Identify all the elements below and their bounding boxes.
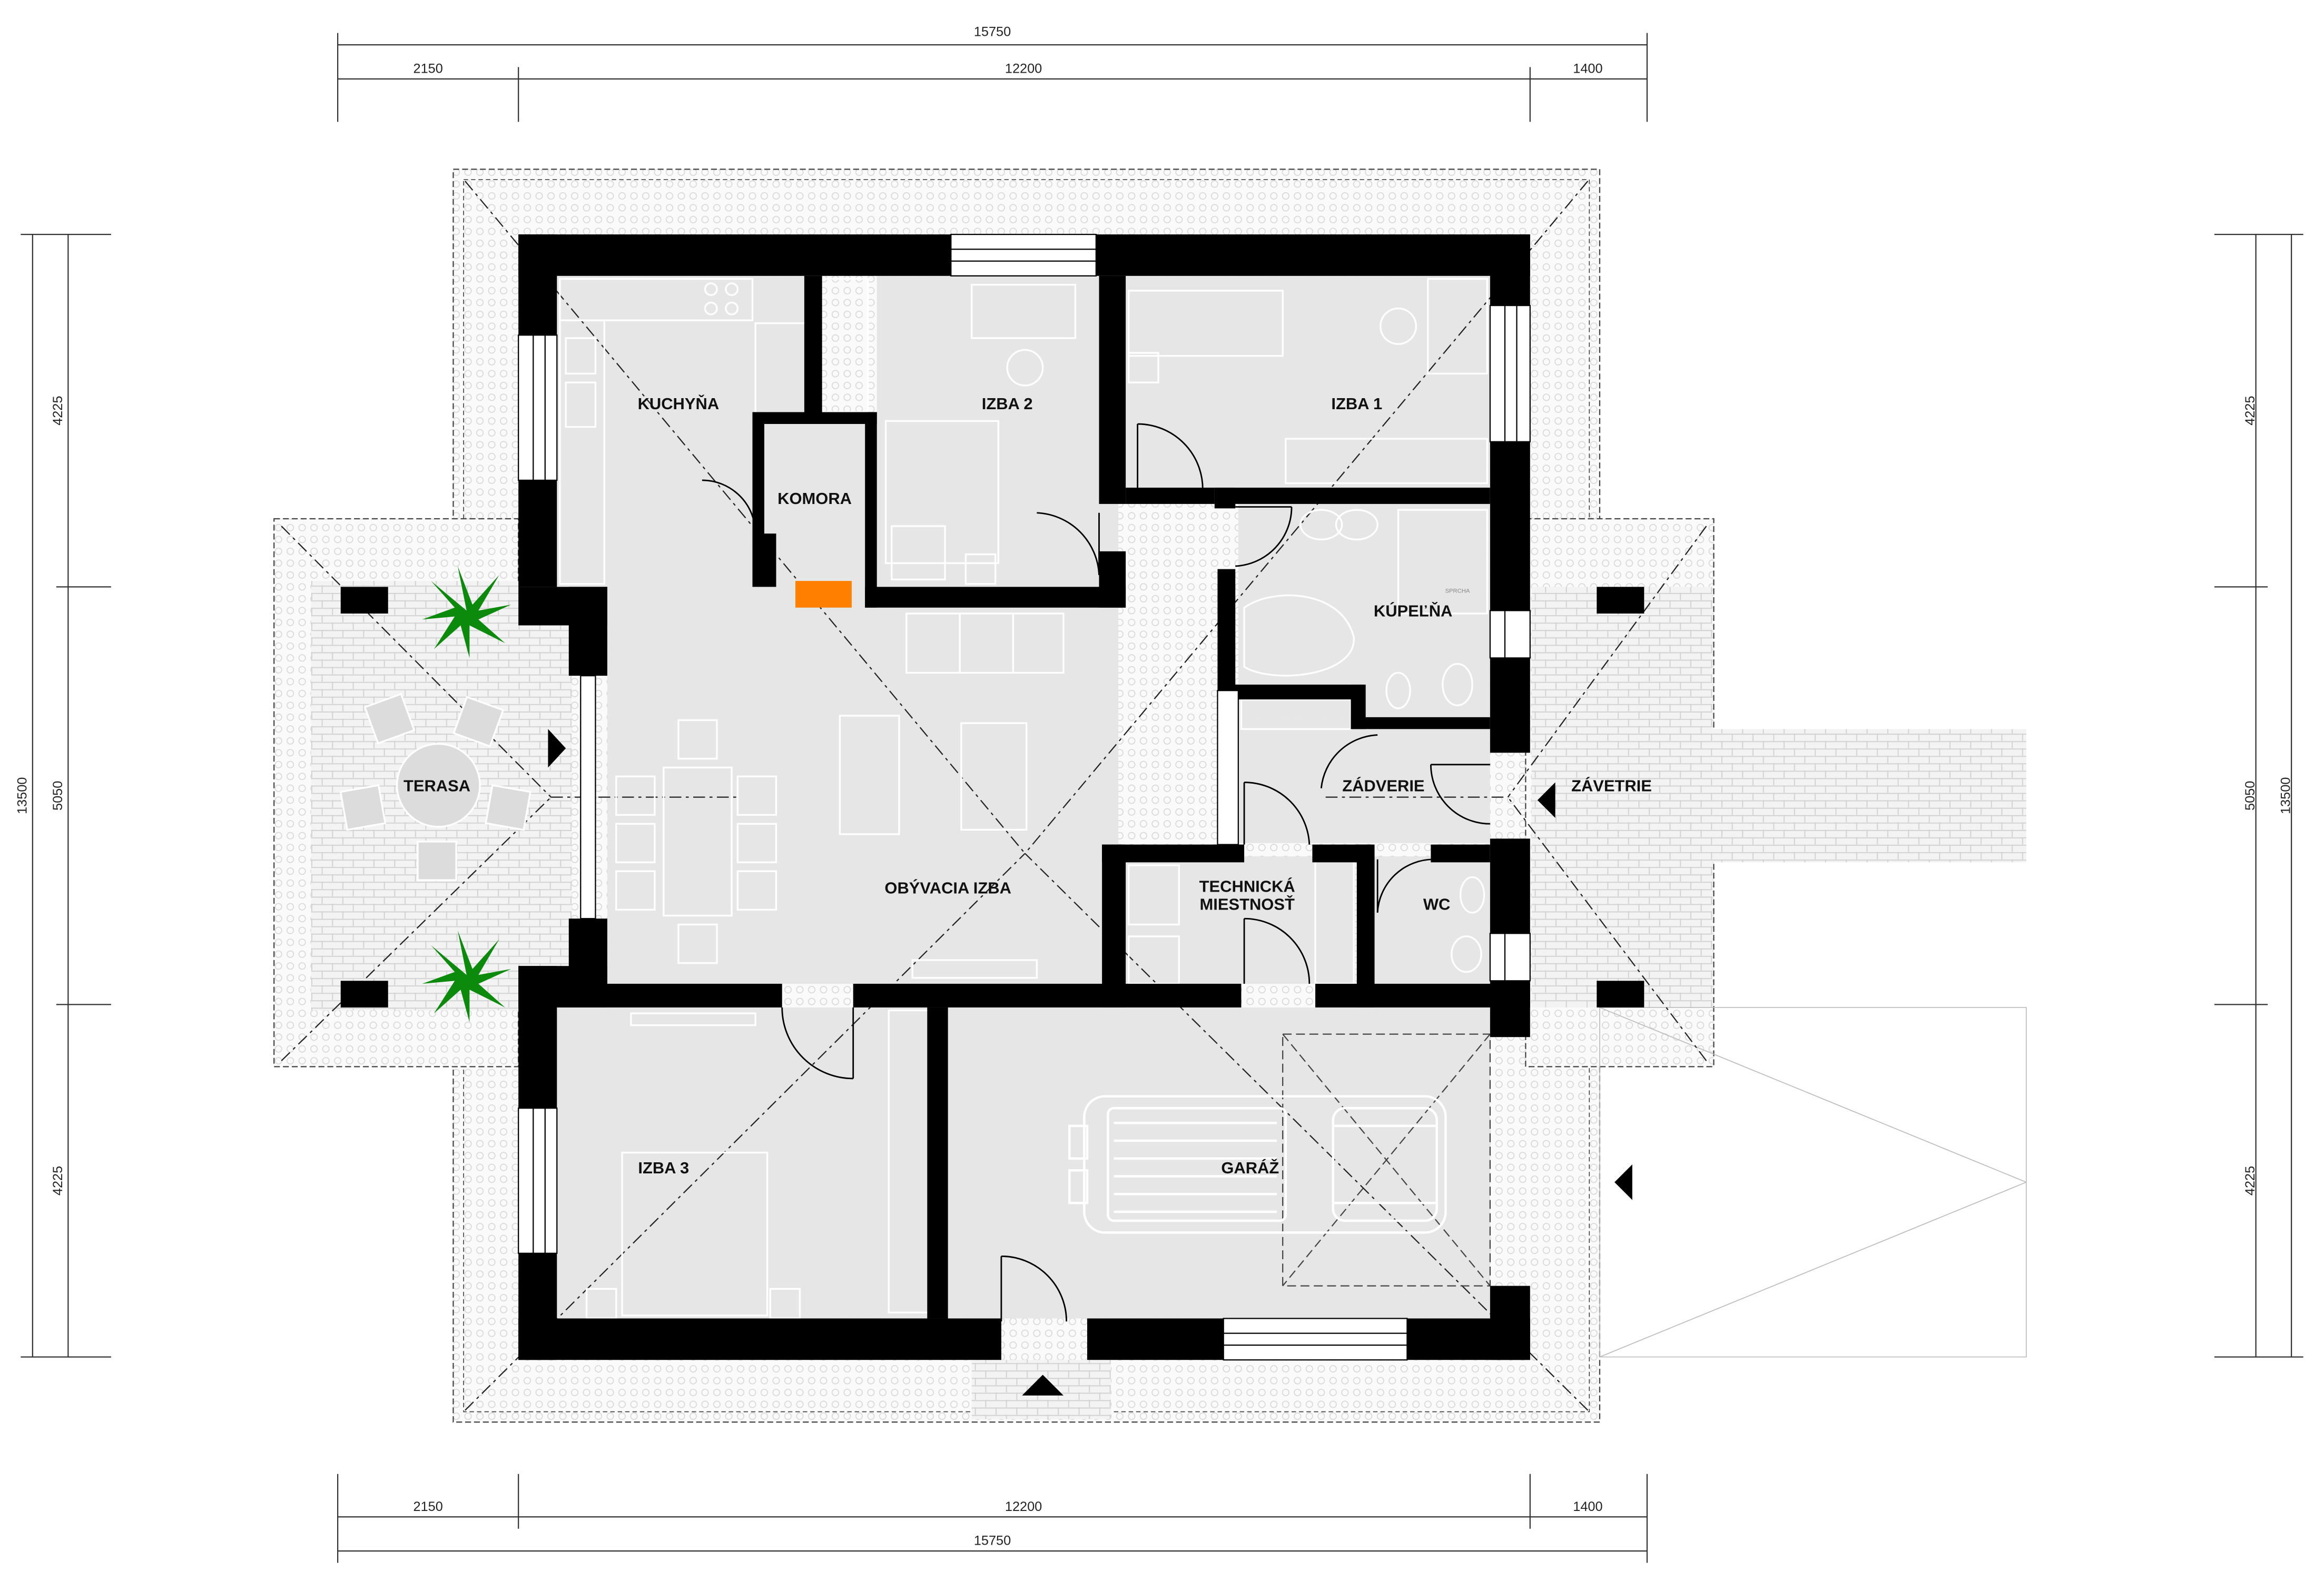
label-terrace: TERASA: [403, 776, 470, 795]
dim-top-left: 2150: [413, 62, 443, 76]
dim-bottom-left: 2150: [413, 1499, 443, 1514]
dim-left-top: 4225: [51, 396, 65, 426]
entry-arrow-icon: [548, 729, 1632, 1396]
car-icon: [1068, 1095, 1447, 1234]
label-room1: IZBA 1: [1331, 394, 1382, 413]
dim-top-mid: 12200: [1005, 62, 1042, 76]
dim-left-mid: 5050: [51, 781, 65, 811]
label-technical-1: TECHNICKÁ: [1199, 877, 1295, 896]
plant-icon: [422, 566, 511, 1023]
dim-left-total: 13500: [15, 777, 30, 814]
dimension-lines: [21, 33, 2303, 1563]
floors: [557, 275, 1490, 1319]
label-room2: IZBA 2: [982, 394, 1033, 413]
dimension-labels: 15750 2150 12200 1400 2150 12200 1400 15…: [15, 24, 2293, 1548]
label-shower: SPRCHA: [1445, 588, 1470, 595]
windows: [518, 233, 1531, 1361]
label-technical-2: MIESTNOSŤ: [1199, 894, 1294, 913]
label-garage: GARÁŽ: [1221, 1158, 1279, 1177]
dim-top-right: 1400: [1573, 62, 1602, 76]
dim-bottom-total: 15750: [974, 1534, 1011, 1548]
dim-right-total: 13500: [2278, 777, 2293, 814]
boiler-icon: [795, 581, 852, 608]
label-pantry: KOMORA: [777, 489, 852, 508]
dim-bottom-mid: 12200: [1005, 1499, 1042, 1514]
dim-right-mid: 5050: [2243, 781, 2258, 811]
dim-top-total: 15750: [974, 24, 1011, 39]
label-kitchen: KUCHYŇA: [638, 394, 720, 413]
furniture: [559, 278, 1491, 1320]
dim-left-bottom: 4225: [51, 1166, 65, 1195]
dim-bottom-right: 1400: [1573, 1499, 1602, 1514]
label-porch: ZÁVETRIE: [1571, 776, 1652, 795]
room-labels: KUCHYŇA IZBA 2 IZBA 1 KOMORA KÚPEĽŇA TER…: [403, 394, 1652, 1177]
dim-right-bottom: 4225: [2243, 1166, 2258, 1195]
label-living: OBÝVACIA IZBA: [884, 878, 1011, 897]
dim-right-top: 4225: [2243, 396, 2258, 426]
columns: [340, 587, 1644, 1007]
label-hall: ZÁDVERIE: [1342, 776, 1424, 795]
label-wc: WC: [1423, 895, 1451, 913]
doors: [702, 423, 1490, 1322]
terrace-furniture: [339, 693, 531, 881]
label-room3: IZBA 3: [638, 1159, 689, 1177]
label-bathroom: KÚPEĽŇA: [1374, 601, 1452, 620]
